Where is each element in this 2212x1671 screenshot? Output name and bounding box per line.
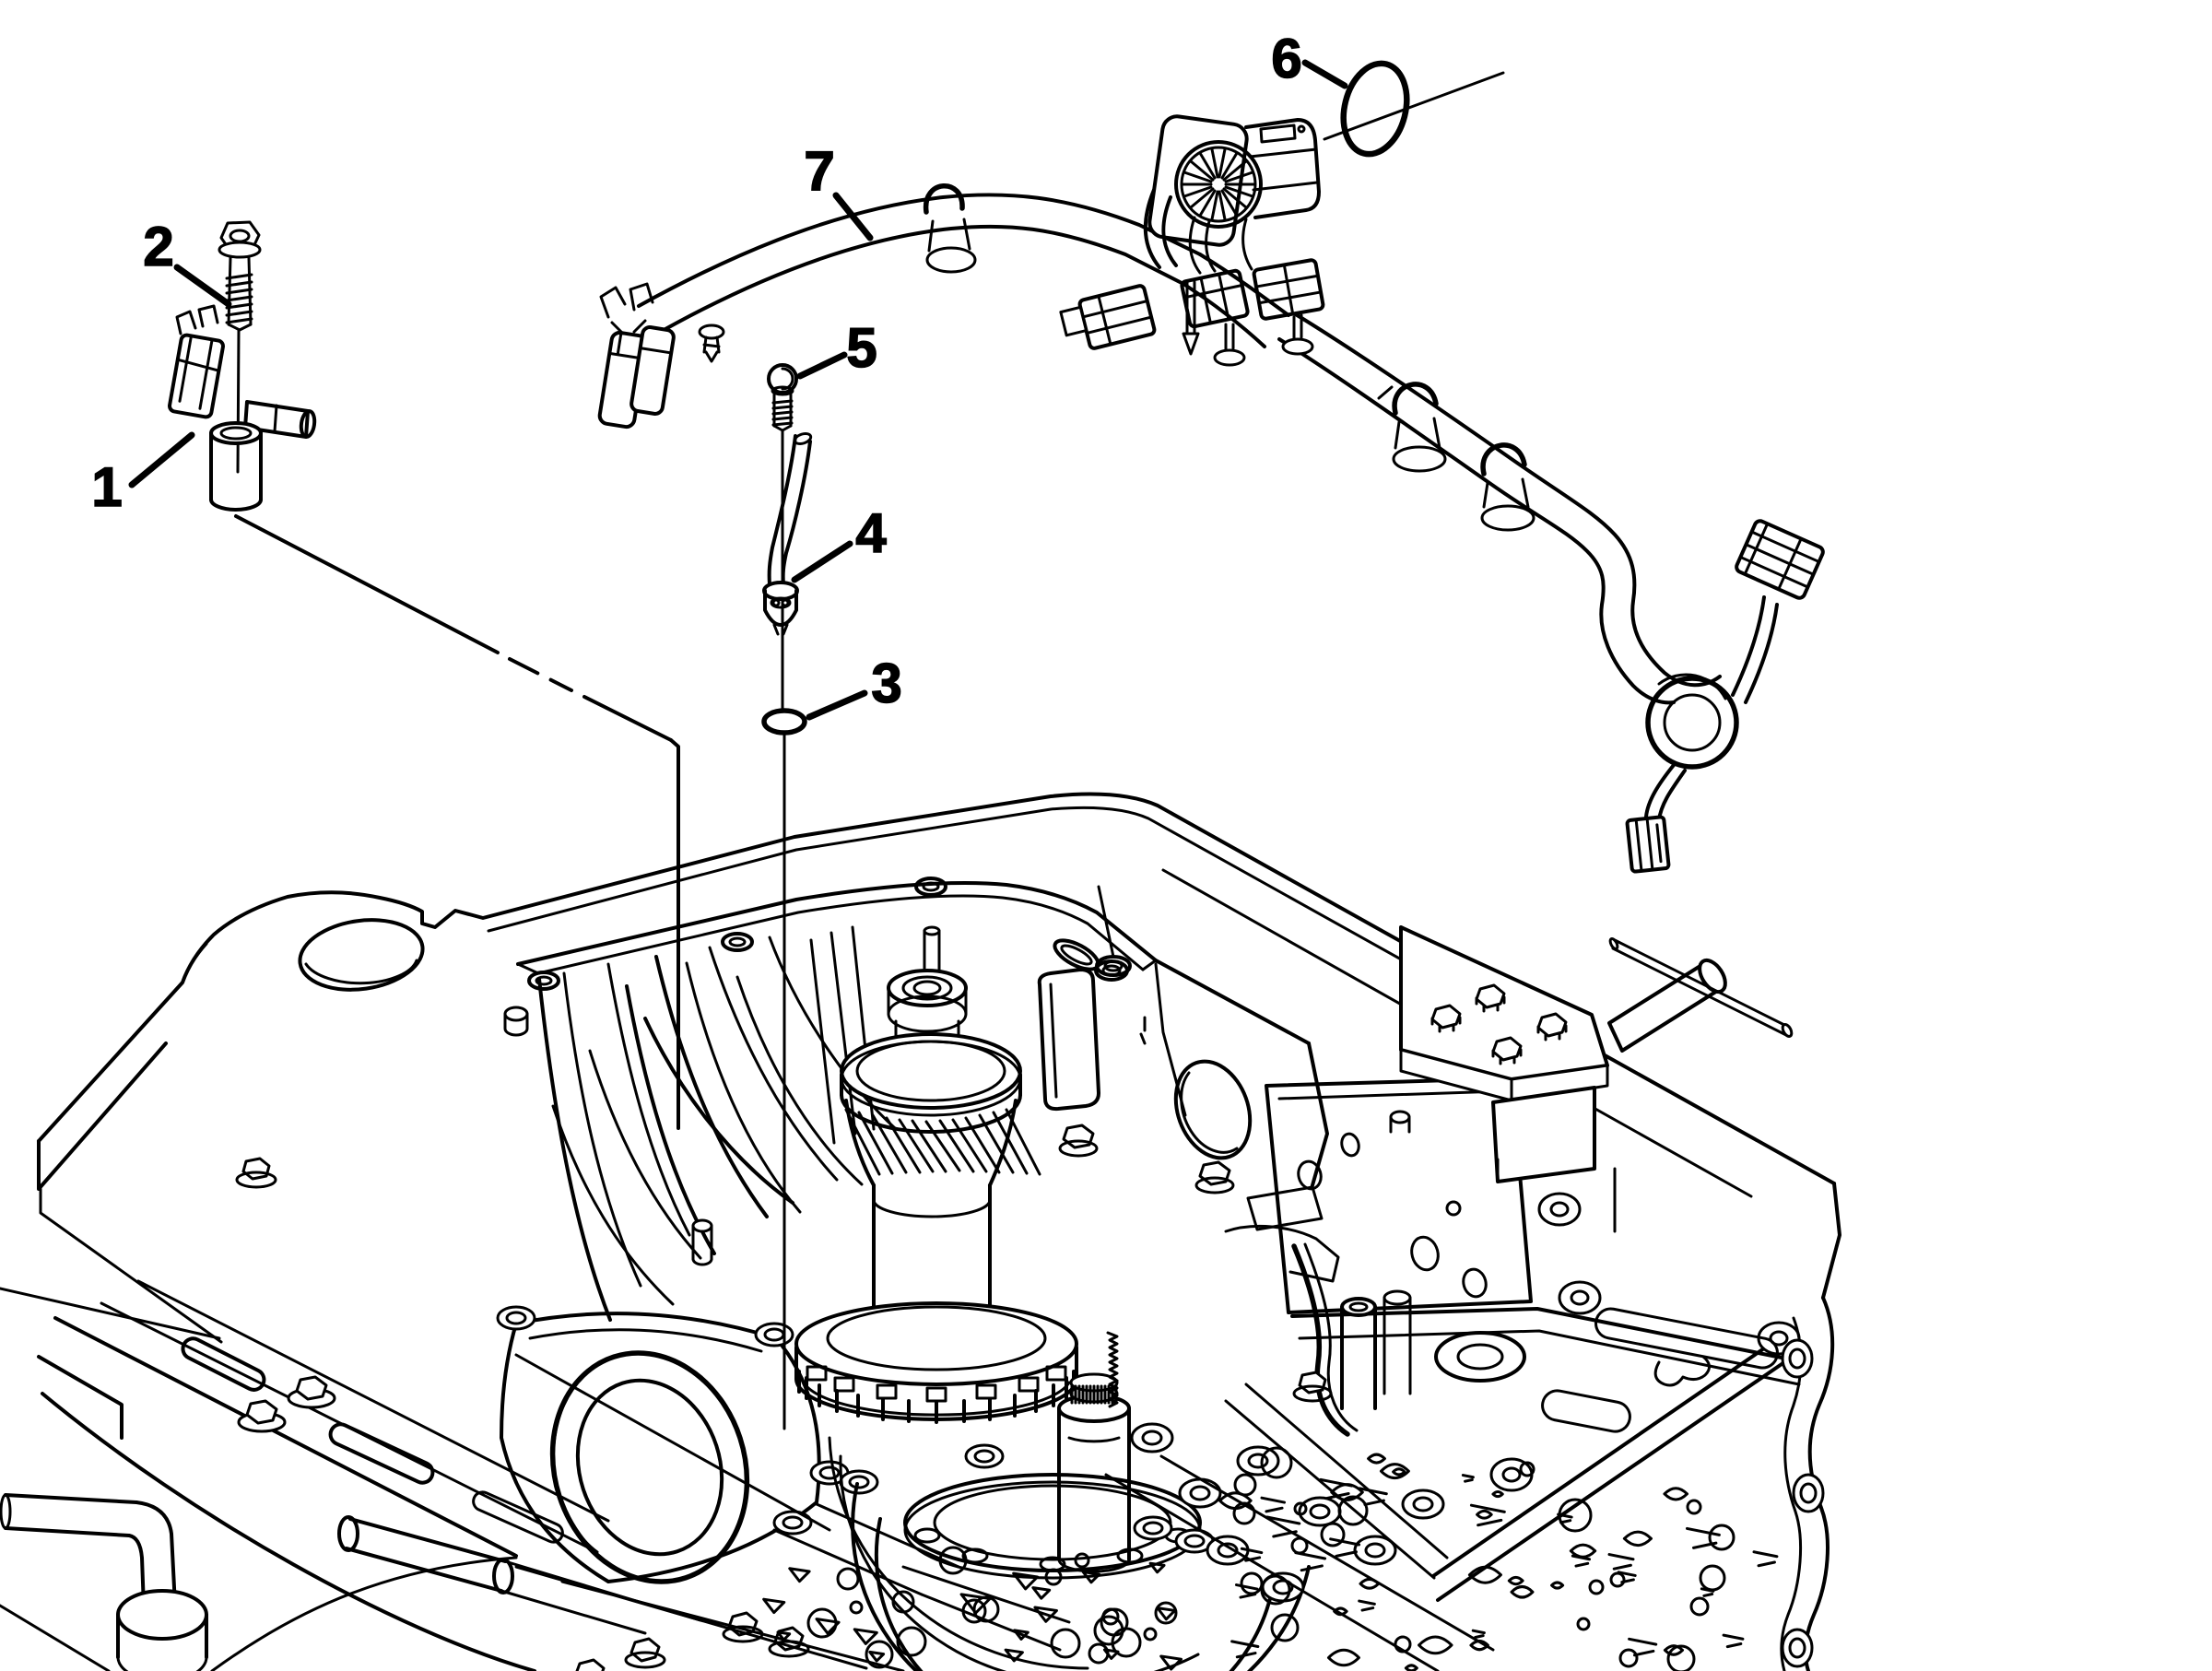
svg-text:7: 7 (804, 140, 834, 202)
svg-text:5: 5 (846, 317, 877, 379)
svg-text:1: 1 (91, 456, 122, 518)
svg-text:3: 3 (871, 653, 901, 714)
svg-text:2: 2 (143, 216, 173, 277)
svg-text:6: 6 (1271, 28, 1301, 89)
svg-text:4: 4 (855, 502, 887, 564)
